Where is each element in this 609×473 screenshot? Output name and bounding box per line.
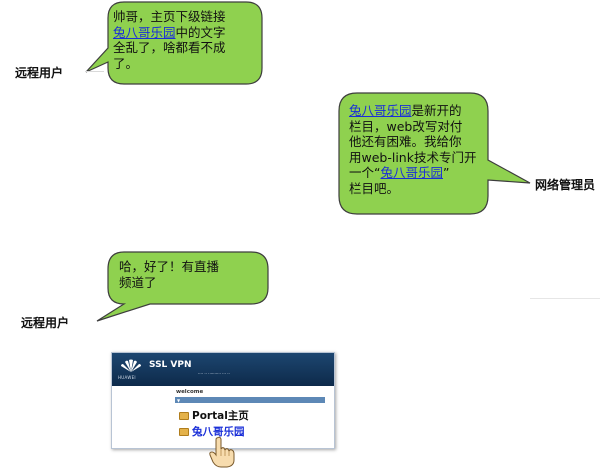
bubble-3-text: 哈，好了！有直播 频道了	[119, 259, 265, 290]
bubble-line: 栏目，web改写对付	[349, 118, 463, 134]
faint-line	[86, 71, 104, 72]
speech-bubble-1	[85, 1, 263, 85]
bubble-2-text: 兔八哥乐园是新开的 栏目，web改写对付 他还有困难。我给你 用web-link…	[349, 103, 489, 196]
speaker-remote-user-2: 远程用户	[21, 316, 70, 330]
bubble-line: 频道了	[119, 274, 157, 290]
bubble-line: 哈，好了！有直播	[119, 259, 220, 274]
speech-bubble-2	[338, 92, 531, 215]
bubble-line: 兔八哥乐园是新开的	[349, 103, 462, 118]
ssl-vpn-portal-screenshot: HUAWEI SSL VPN ···· ·· ·········· ··· ··…	[111, 352, 335, 449]
vpn-rabbit-park-link[interactable]: 兔八哥乐园	[192, 426, 245, 438]
folder-icon	[179, 412, 189, 420]
folder-icon	[179, 428, 189, 436]
collapse-arrow-icon: ▼	[177, 398, 181, 403]
vpn-header: HUAWEI SSL VPN ···· ·· ·········· ··· ··	[112, 353, 334, 386]
rabbit-park-link[interactable]: 兔八哥乐园	[380, 165, 443, 180]
vpn-resource-bar[interactable]: ▼	[175, 397, 325, 403]
vpn-portal-link[interactable]: Portal主页	[192, 410, 249, 422]
vpn-status-text: ···· ·· ·········· ··· ··	[198, 371, 230, 376]
bubble-line: 帅哥，主页下级链接	[113, 9, 226, 24]
bubble-line: 全乱了，啥都看不成	[113, 40, 226, 55]
bubble-line: 栏目吧。	[349, 180, 400, 196]
faint-line	[530, 298, 600, 299]
bubble-line: 他还有困难。我给你	[349, 134, 462, 149]
bubble-line: 了。	[113, 55, 139, 71]
bubble-line: 用web-link技术专门开	[349, 149, 477, 165]
speech-bubble-3	[96, 251, 269, 322]
vpn-welcome: welcome	[176, 389, 204, 395]
vpn-brand: HUAWEI	[118, 375, 136, 380]
rabbit-park-link[interactable]: 兔八哥乐园	[349, 103, 412, 118]
hand-pointer-icon	[209, 436, 235, 468]
bubble-line: 一个“兔八哥乐园”	[349, 165, 450, 180]
huawei-logo-icon	[121, 359, 141, 372]
bubble-line: 兔八哥乐园中的文字	[113, 24, 226, 40]
vpn-title: SSL VPN	[149, 360, 192, 370]
speaker-network-admin: 网络管理员	[535, 178, 596, 192]
rabbit-park-link[interactable]: 兔八哥乐园	[113, 24, 176, 40]
speaker-remote-user-1: 远程用户	[15, 66, 64, 80]
bubble-1-text: 帅哥，主页下级链接 兔八哥乐园中的文字 全乱了，啥都看不成 了。	[113, 9, 259, 71]
